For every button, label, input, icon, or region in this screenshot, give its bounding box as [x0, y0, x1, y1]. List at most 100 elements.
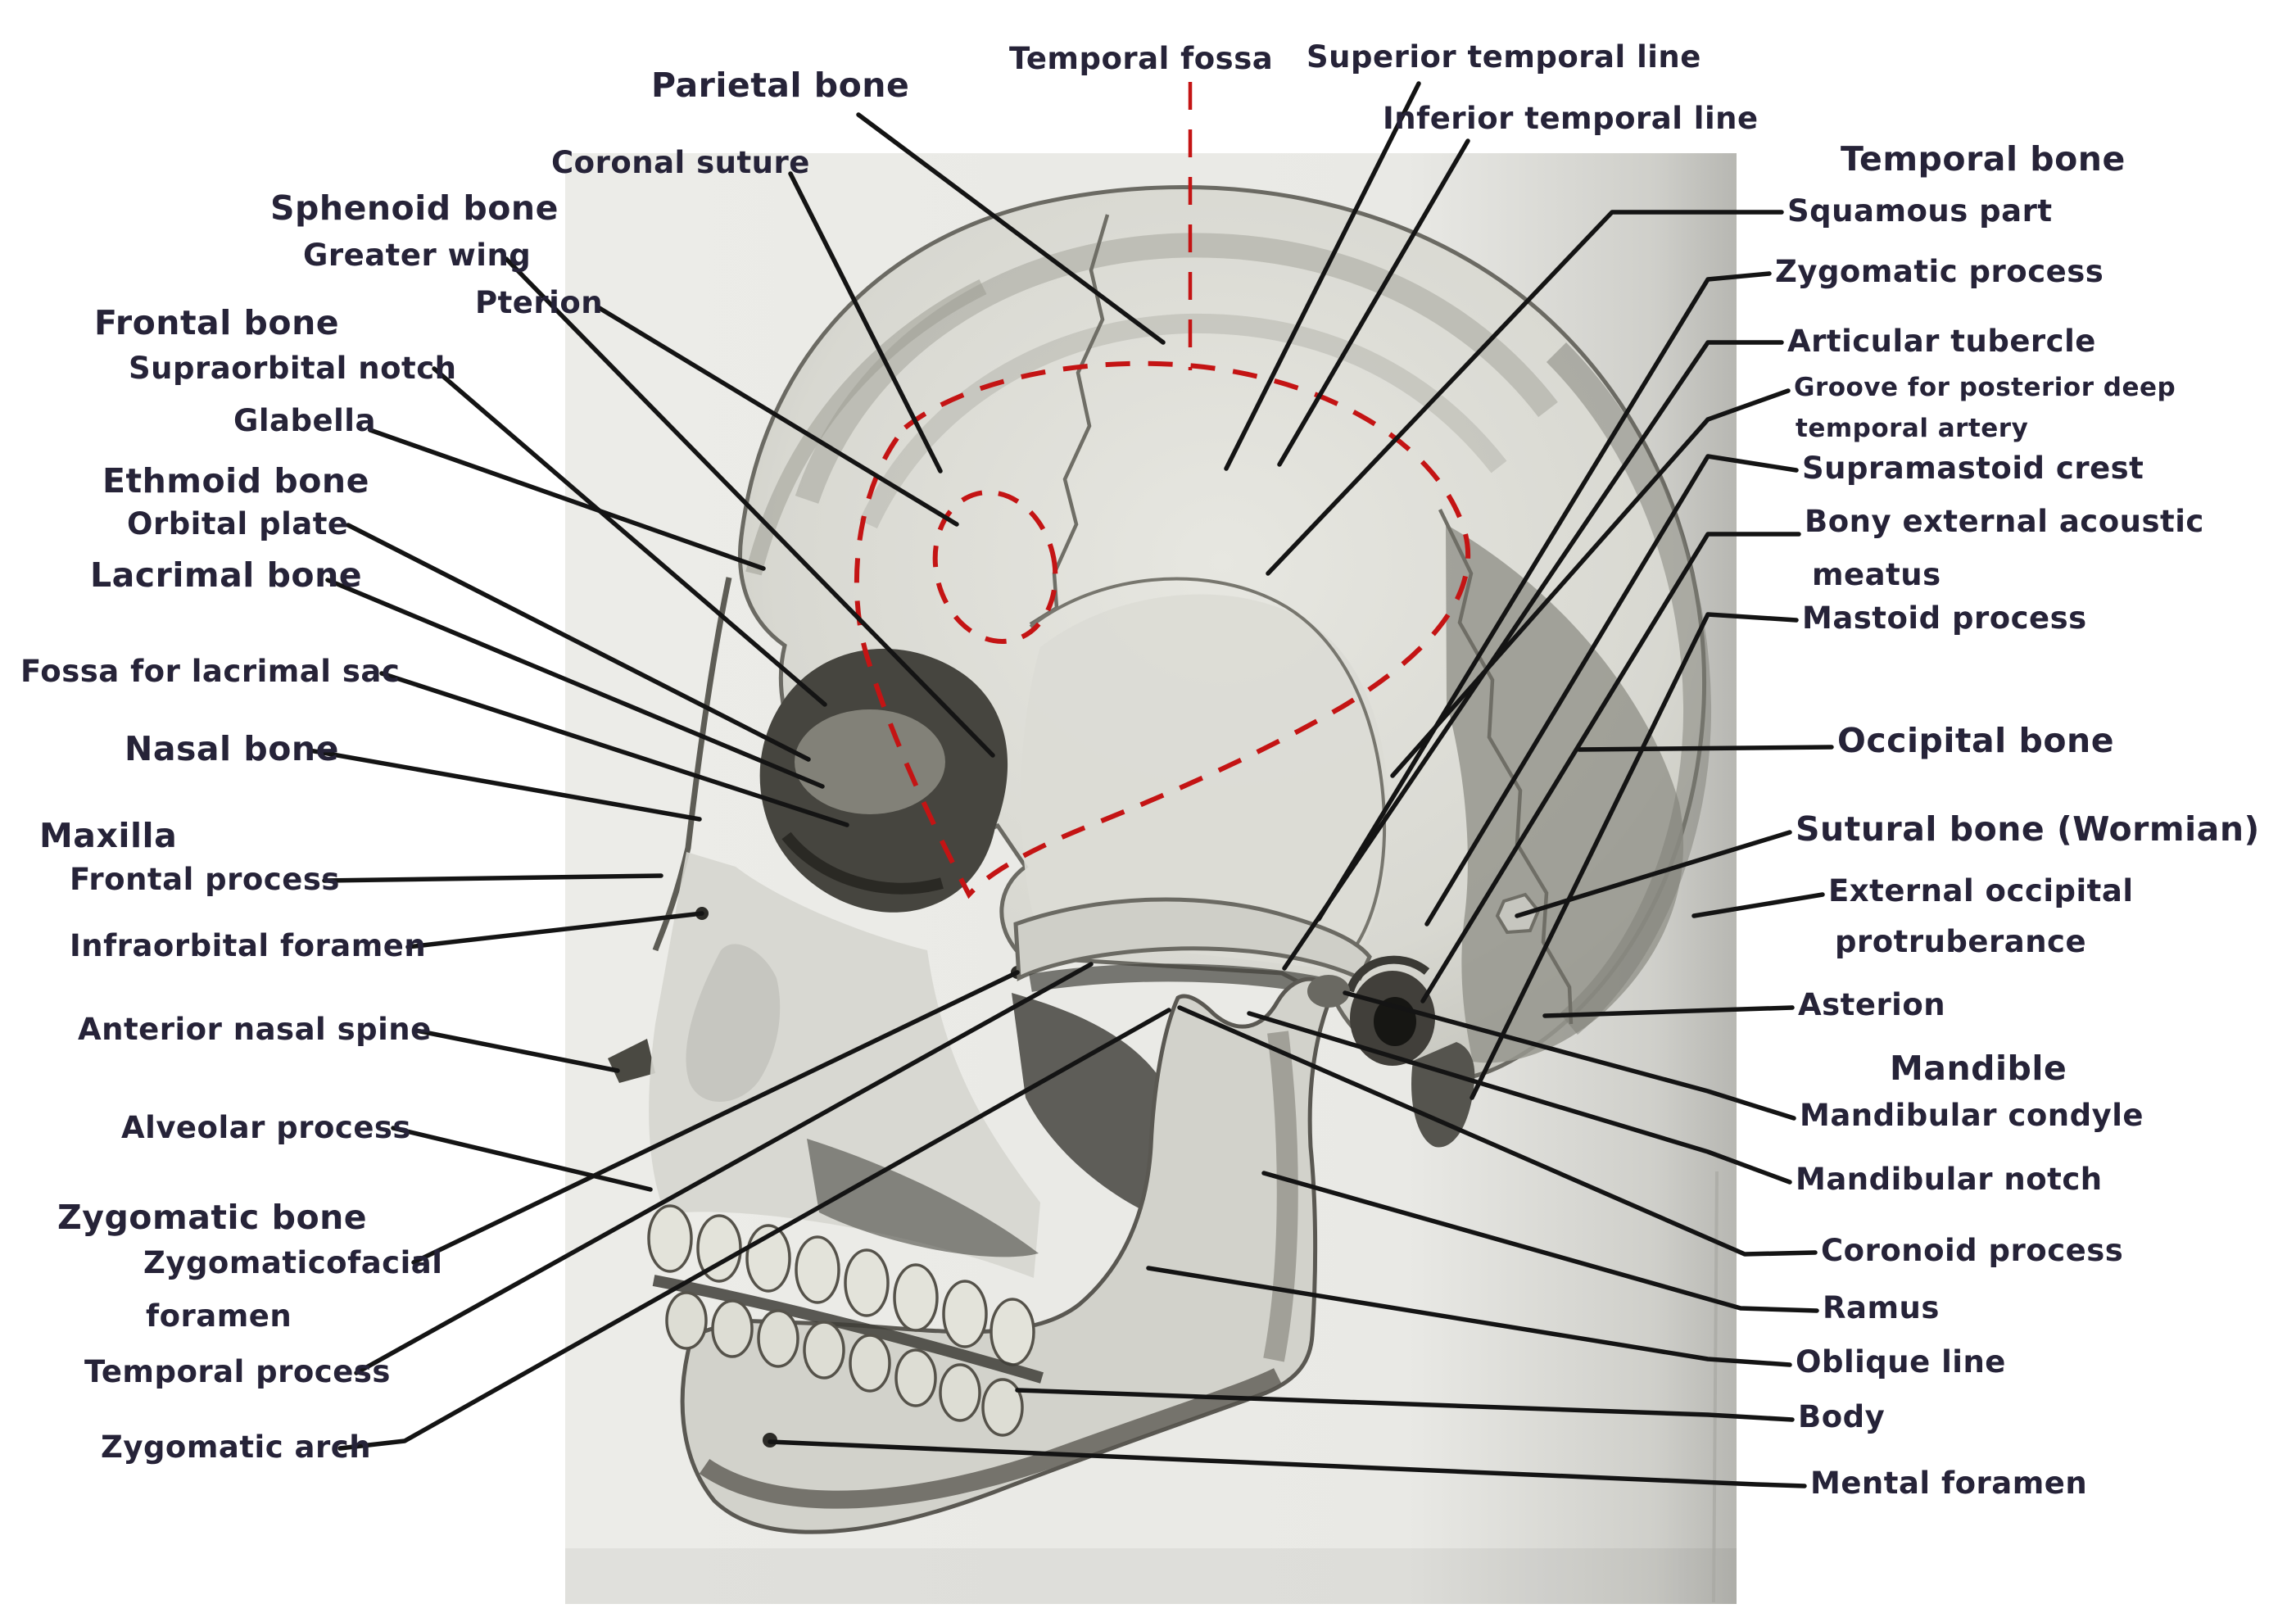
occlusal-line — [652, 1275, 1044, 1384]
leader-coronal-suture — [788, 171, 943, 473]
label-bony-eam-line2: meatus — [1812, 557, 1941, 592]
label-orbital-plate: Orbital plate — [127, 506, 349, 541]
label-groove-pdta-line1: Groove for posterior deep — [1794, 373, 2176, 402]
leader-greater-wing — [504, 256, 995, 758]
ear-curl — [1346, 955, 1430, 993]
label-sphenoid-bone: Sphenoid bone — [270, 188, 559, 228]
label-ethmoid-bone: Ethmoid bone — [102, 461, 369, 501]
label-supramastoid-crest: Supramastoid crest — [1802, 451, 2144, 486]
label-squamous-part: Squamous part — [1787, 193, 2053, 229]
label-glabella: Glabella — [233, 403, 376, 438]
label-external-occipital-line2: protruberance — [1835, 924, 2087, 959]
leader-supraorbital-notch — [432, 366, 827, 707]
label-coronoid-process: Coronoid process — [1821, 1233, 2124, 1268]
label-groove-pdta-line2: temporal artery — [1796, 414, 2029, 443]
label-body: Body — [1798, 1399, 1886, 1434]
occiput-edge-shading — [1546, 342, 1712, 1035]
vault-shading-arc3 — [745, 279, 987, 576]
lambdoid-suture-line — [1438, 509, 1574, 1025]
leader-mastoid-process — [1470, 612, 1799, 1100]
label-mastoid-process: Mastoid process — [1802, 600, 2087, 636]
leader-inferior-temporal-line — [1277, 138, 1470, 467]
label-mandibular-condyle: Mandibular condyle — [1800, 1098, 2144, 1133]
leader-bony-eam — [1420, 532, 1801, 1004]
label-lacrimal-bone: Lacrimal bone — [90, 555, 363, 595]
leader-body — [1015, 1388, 1795, 1422]
cheek-shadow — [807, 1139, 1039, 1257]
temporal-lines-dashed-loop — [854, 360, 1471, 899]
label-ramus: Ramus — [1823, 1290, 1940, 1325]
label-pterion: Pterion — [475, 285, 604, 320]
orbit-inner-highlight — [795, 709, 945, 814]
infratemporal-shadow — [1012, 993, 1172, 1212]
label-zygomatic-bone: Zygomatic bone — [57, 1198, 368, 1237]
label-asterion: Asterion — [1798, 987, 1946, 1022]
label-alveolar-process: Alveolar process — [121, 1110, 411, 1145]
label-anterior-nasal-spine: Anterior nasal spine — [78, 1012, 432, 1047]
label-external-occipital-line1: External occipital — [1828, 873, 2134, 908]
leader-zygomaticofacial-foramen — [411, 970, 1020, 1265]
label-zygomaticofacial-foramen-line1: Zygomaticofacial — [143, 1245, 443, 1280]
leader-asterion — [1542, 1005, 1795, 1018]
label-fossa-for-lacrimal-sac: Fossa for lacrimal sac — [20, 654, 401, 689]
leader-pterion — [596, 305, 959, 527]
leader-orbital-plate — [346, 523, 811, 762]
leader-anterior-nasal-spine — [414, 1028, 620, 1073]
leader-alveolar-process — [391, 1126, 653, 1192]
label-mandible: Mandible — [1890, 1049, 2067, 1088]
label-temporal-process: Temporal process — [84, 1354, 391, 1389]
leader-coronoid-process — [1177, 1005, 1818, 1257]
leader-mental-foramen — [768, 1439, 1807, 1488]
nasal-bridge-profile — [652, 577, 732, 952]
label-frontal-bone: Frontal bone — [94, 303, 340, 342]
leader-fossa-lacrimal-sac — [379, 671, 849, 827]
temporal-squama — [1021, 594, 1389, 971]
label-nasal-bone: Nasal bone — [125, 729, 339, 768]
maxilla — [649, 852, 1040, 1278]
label-superior-temporal-line: Superior temporal line — [1307, 39, 1701, 75]
orbit-lower-rim-shadow — [781, 831, 944, 895]
label-temporal-fossa: Temporal fossa — [1009, 41, 1274, 76]
label-parietal-bone: Parietal bone — [651, 66, 910, 105]
label-occipital-bone: Occipital bone — [1837, 721, 2115, 760]
leader-squamous-part — [1266, 210, 1784, 576]
vault-shading-arc2 — [859, 313, 1507, 529]
leader-temporal-process — [354, 962, 1094, 1375]
label-mental-foramen: Mental foramen — [1810, 1466, 2088, 1501]
label-zygomatic-process: Zygomatic process — [1775, 254, 2104, 289]
leader-lacrimal-bone — [325, 578, 825, 789]
label-infraorbital-foramen: Infraorbital foramen — [70, 928, 427, 963]
label-articular-tubercle: Articular tubercle — [1787, 324, 2096, 359]
leader-sutural-bone — [1515, 830, 1792, 918]
leader-mandibular-condyle — [1343, 990, 1796, 1121]
pterion-circle — [932, 490, 1058, 644]
leader-glabella — [368, 428, 766, 571]
leader-groove-pdta — [1390, 388, 1791, 778]
vault-shading-arc — [795, 233, 1558, 504]
label-coronal-suture: Coronal suture — [551, 145, 810, 180]
label-greater-wing: Greater wing — [303, 238, 532, 273]
leader-external-occipital-protuberance — [1691, 892, 1825, 918]
leader-oblique-line — [1146, 1266, 1792, 1367]
label-inferior-temporal-line: Inferior temporal line — [1383, 101, 1759, 136]
label-sutural-bone: Sutural bone (Wormian) — [1796, 809, 2260, 849]
ramus-shading — [1263, 1031, 1298, 1362]
leader-ramus — [1261, 1171, 1819, 1313]
leader-mandibular-notch — [1247, 1011, 1792, 1185]
leader-supramastoid-crest — [1424, 454, 1799, 927]
leader-superior-temporal-line — [1224, 81, 1421, 471]
leader-nasal-bone — [307, 748, 702, 822]
squamosal-suture-line — [1029, 577, 1387, 960]
leader-occipital-bone — [1577, 745, 1834, 752]
lower-teeth — [665, 1291, 1024, 1437]
anterior-nasal-spine-shape — [608, 1039, 655, 1083]
label-zygomatic-arch: Zygomatic arch — [101, 1429, 372, 1465]
label-mandibular-notch: Mandibular notch — [1796, 1162, 2103, 1197]
mandibular-condyle-knob — [1307, 975, 1350, 1008]
leader-articular-tubercle — [1282, 340, 1784, 971]
leader-frontal-process — [322, 873, 663, 883]
leader-zygomatic-process — [1316, 271, 1772, 922]
label-bony-eam-line1: Bony external acoustic — [1805, 504, 2204, 539]
